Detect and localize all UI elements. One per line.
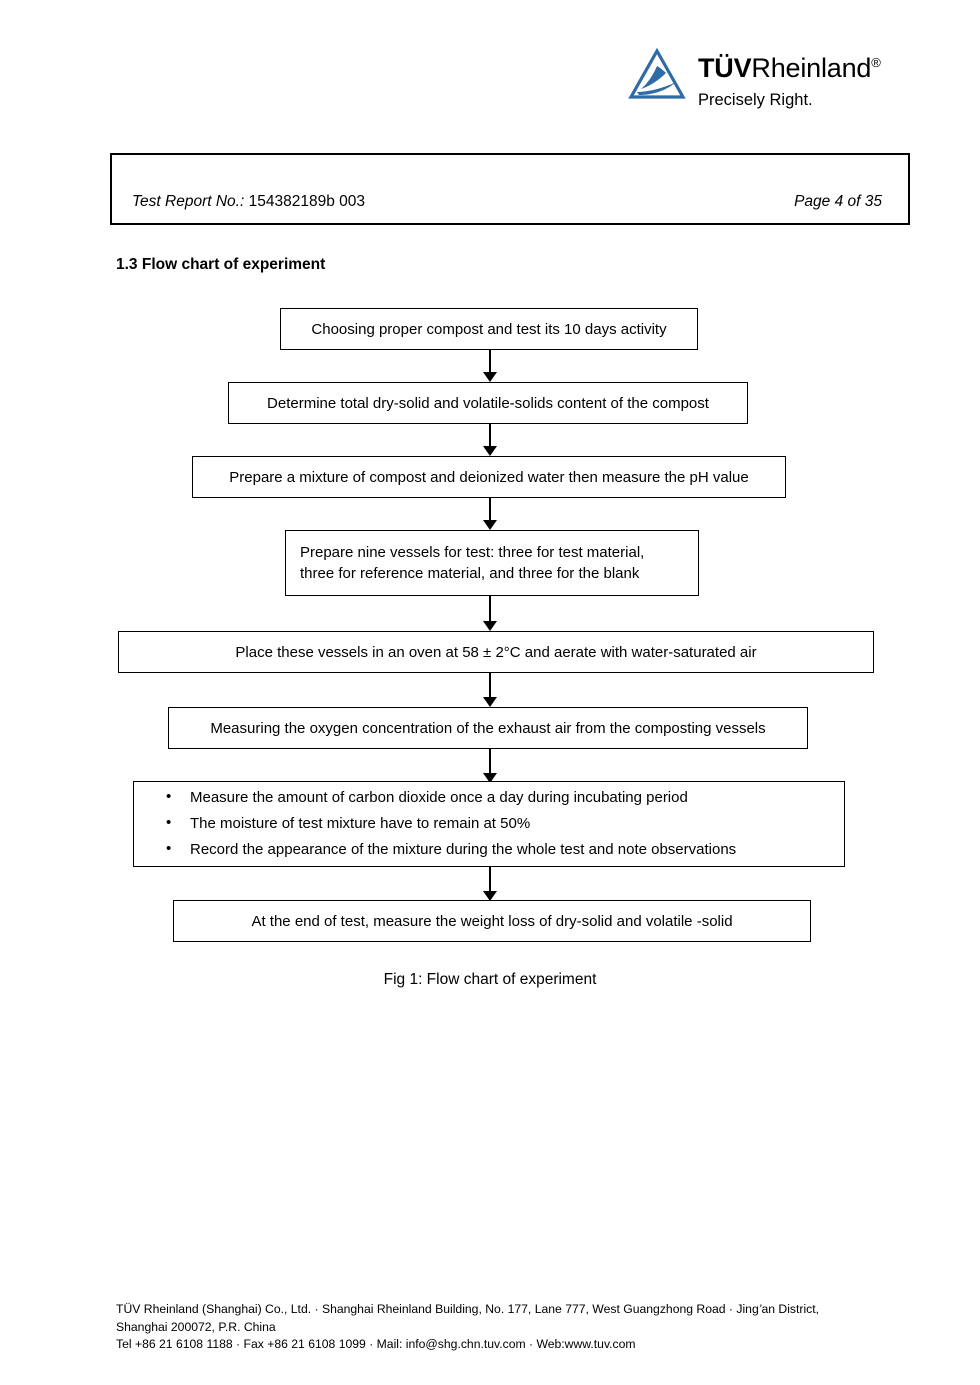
arrow-head-icon <box>483 520 497 530</box>
arrow-head-icon <box>483 891 497 901</box>
arrow-shaft <box>489 350 491 373</box>
flowchart-step-4-text: Prepare nine vessels for test: three for… <box>300 542 644 584</box>
brand-wordmark-rheinland: Rheinland <box>751 53 872 83</box>
list-item: • Record the appearance of the mixture d… <box>166 839 834 860</box>
section-heading: 1.3 Flow chart of experiment <box>116 256 326 273</box>
bullet-icon: • <box>166 840 172 857</box>
flowchart-step-7-list: • Measure the amount of carbon dioxide o… <box>134 783 834 865</box>
report-header-box: Test Report No.: 154382189b 003 Page 4 o… <box>110 153 910 225</box>
test-report-number-label: Test Report No.: <box>132 193 245 210</box>
bullet-icon: • <box>166 788 172 805</box>
footer-line-3: Tel +86 21 6108 1188 · Fax +86 21 6108 1… <box>116 1337 636 1351</box>
footer-line-2: Shanghai 200072, P.R. China <box>116 1319 276 1334</box>
brand-wordmark: TÜVRheinland® Precisely Right. <box>698 46 881 111</box>
arrow-head-icon <box>483 372 497 382</box>
brand-tagline: Precisely Right. <box>698 91 813 109</box>
flowchart-step-5: Place these vessels in an oven at 58 ± 2… <box>118 631 874 673</box>
arrow-shaft <box>489 596 491 622</box>
flowchart-arrow-2 <box>483 424 497 456</box>
flowchart-step-4-line-2: three for reference material, and three … <box>300 565 640 582</box>
flowchart-step-2: Determine total dry-solid and volatile-s… <box>228 382 748 424</box>
flowchart-arrow-7 <box>483 867 497 901</box>
test-report-number-value: 154382189b 003 <box>248 193 365 210</box>
arrow-shaft <box>489 424 491 447</box>
figure-caption: Fig 1: Flow chart of experiment <box>383 971 597 988</box>
footer-line-1-b: an District, <box>761 1302 820 1316</box>
arrow-head-icon <box>483 773 497 783</box>
flowchart-step-7: • Measure the amount of carbon dioxide o… <box>133 781 845 867</box>
flowchart-diagram: Choosing proper compost and test its 10 … <box>118 308 874 942</box>
flowchart-step-1: Choosing proper compost and test its 10 … <box>280 308 698 350</box>
flowchart-arrow-3 <box>483 498 497 530</box>
flowchart-step-3-text: Prepare a mixture of compost and deioniz… <box>229 468 749 486</box>
registered-trademark-icon: ® <box>871 55 881 70</box>
flowchart-arrow-6 <box>483 749 497 783</box>
flowchart-step-4: Prepare nine vessels for test: three for… <box>285 530 699 596</box>
report-header-row: Test Report No.: 154382189b 003 Page 4 o… <box>112 193 908 211</box>
flowchart-step-8-text: At the end of test, measure the weight l… <box>251 912 733 930</box>
flowchart-step-1-text: Choosing proper compost and test its 10 … <box>311 320 667 338</box>
tuv-rheinland-triangle-logo-icon <box>628 47 686 102</box>
test-report-number: Test Report No.: 154382189b 003 <box>132 193 365 211</box>
arrow-head-icon <box>483 697 497 707</box>
arrow-shaft <box>489 673 491 698</box>
flowchart-step-2-text: Determine total dry-solid and volatile-s… <box>267 394 709 412</box>
page-footer: TÜV Rheinland (Shanghai) Co., Ltd. · Sha… <box>116 1301 906 1354</box>
brand-logo-block: TÜVRheinland® Precisely Right. <box>628 46 888 126</box>
brand-wordmark-tuv: TÜV <box>698 53 752 83</box>
flowchart-step-8: At the end of test, measure the weight l… <box>173 900 811 942</box>
arrow-shaft <box>489 867 491 892</box>
flowchart-arrow-4 <box>483 596 497 632</box>
flowchart-step-3: Prepare a mixture of compost and deioniz… <box>192 456 786 498</box>
list-item: • The moisture of test mixture have to r… <box>166 813 834 834</box>
list-item-text: Record the appearance of the mixture dur… <box>190 841 737 858</box>
flowchart-step-4-line-1: Prepare nine vessels for test: three for… <box>300 544 645 561</box>
arrow-head-icon <box>483 446 497 456</box>
list-item: • Measure the amount of carbon dioxide o… <box>166 787 834 808</box>
bullet-icon: • <box>166 814 172 831</box>
flowchart-step-6: Measuring the oxygen concentration of th… <box>168 707 808 749</box>
flowchart-arrow-5 <box>483 673 497 707</box>
arrow-head-icon <box>483 621 497 631</box>
list-item-text: Measure the amount of carbon dioxide onc… <box>190 789 688 806</box>
flowchart-arrow-1 <box>483 350 497 382</box>
flowchart-step-6-text: Measuring the oxygen concentration of th… <box>210 719 766 737</box>
flowchart-step-5-text: Place these vessels in an oven at 58 ± 2… <box>235 643 757 661</box>
footer-line-1-a: TÜV Rheinland (Shanghai) Co., Ltd. · Sha… <box>116 1302 759 1316</box>
footer-line-1: TÜV Rheinland (Shanghai) Co., Ltd. · Sha… <box>116 1301 906 1319</box>
page-indicator: Page 4 of 35 <box>794 193 882 210</box>
brand-wordmark-line: TÜVRheinland® <box>698 48 881 83</box>
list-item-text: The moisture of test mixture have to rem… <box>190 815 531 832</box>
arrow-shaft <box>489 498 491 521</box>
footer-divider <box>110 1291 900 1292</box>
arrow-shaft <box>489 749 491 774</box>
footer-apostrophe: ’ <box>758 1302 762 1316</box>
